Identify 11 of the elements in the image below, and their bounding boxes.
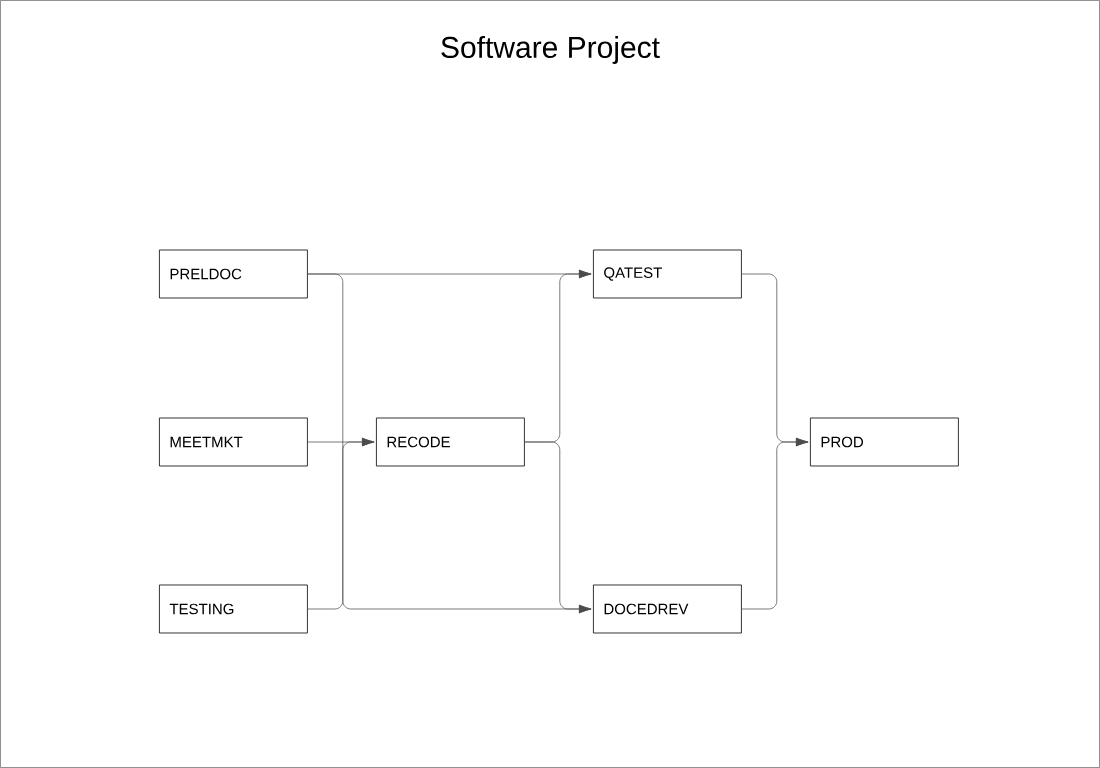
activity-box: PRELDOC (159, 249, 308, 299)
arrow (524, 441, 592, 614)
arrow (307, 437, 375, 610)
activity-box: RECODE (376, 417, 525, 467)
activity-box: DOCEDREV (593, 584, 742, 634)
activity-box: MEETMKT (159, 417, 308, 467)
arrow (741, 437, 809, 610)
title: Software Project (441, 36, 660, 64)
activity-box: TESTING (159, 584, 308, 634)
activity-box: QATEST (593, 249, 742, 299)
activity-box: PROD (810, 417, 959, 467)
